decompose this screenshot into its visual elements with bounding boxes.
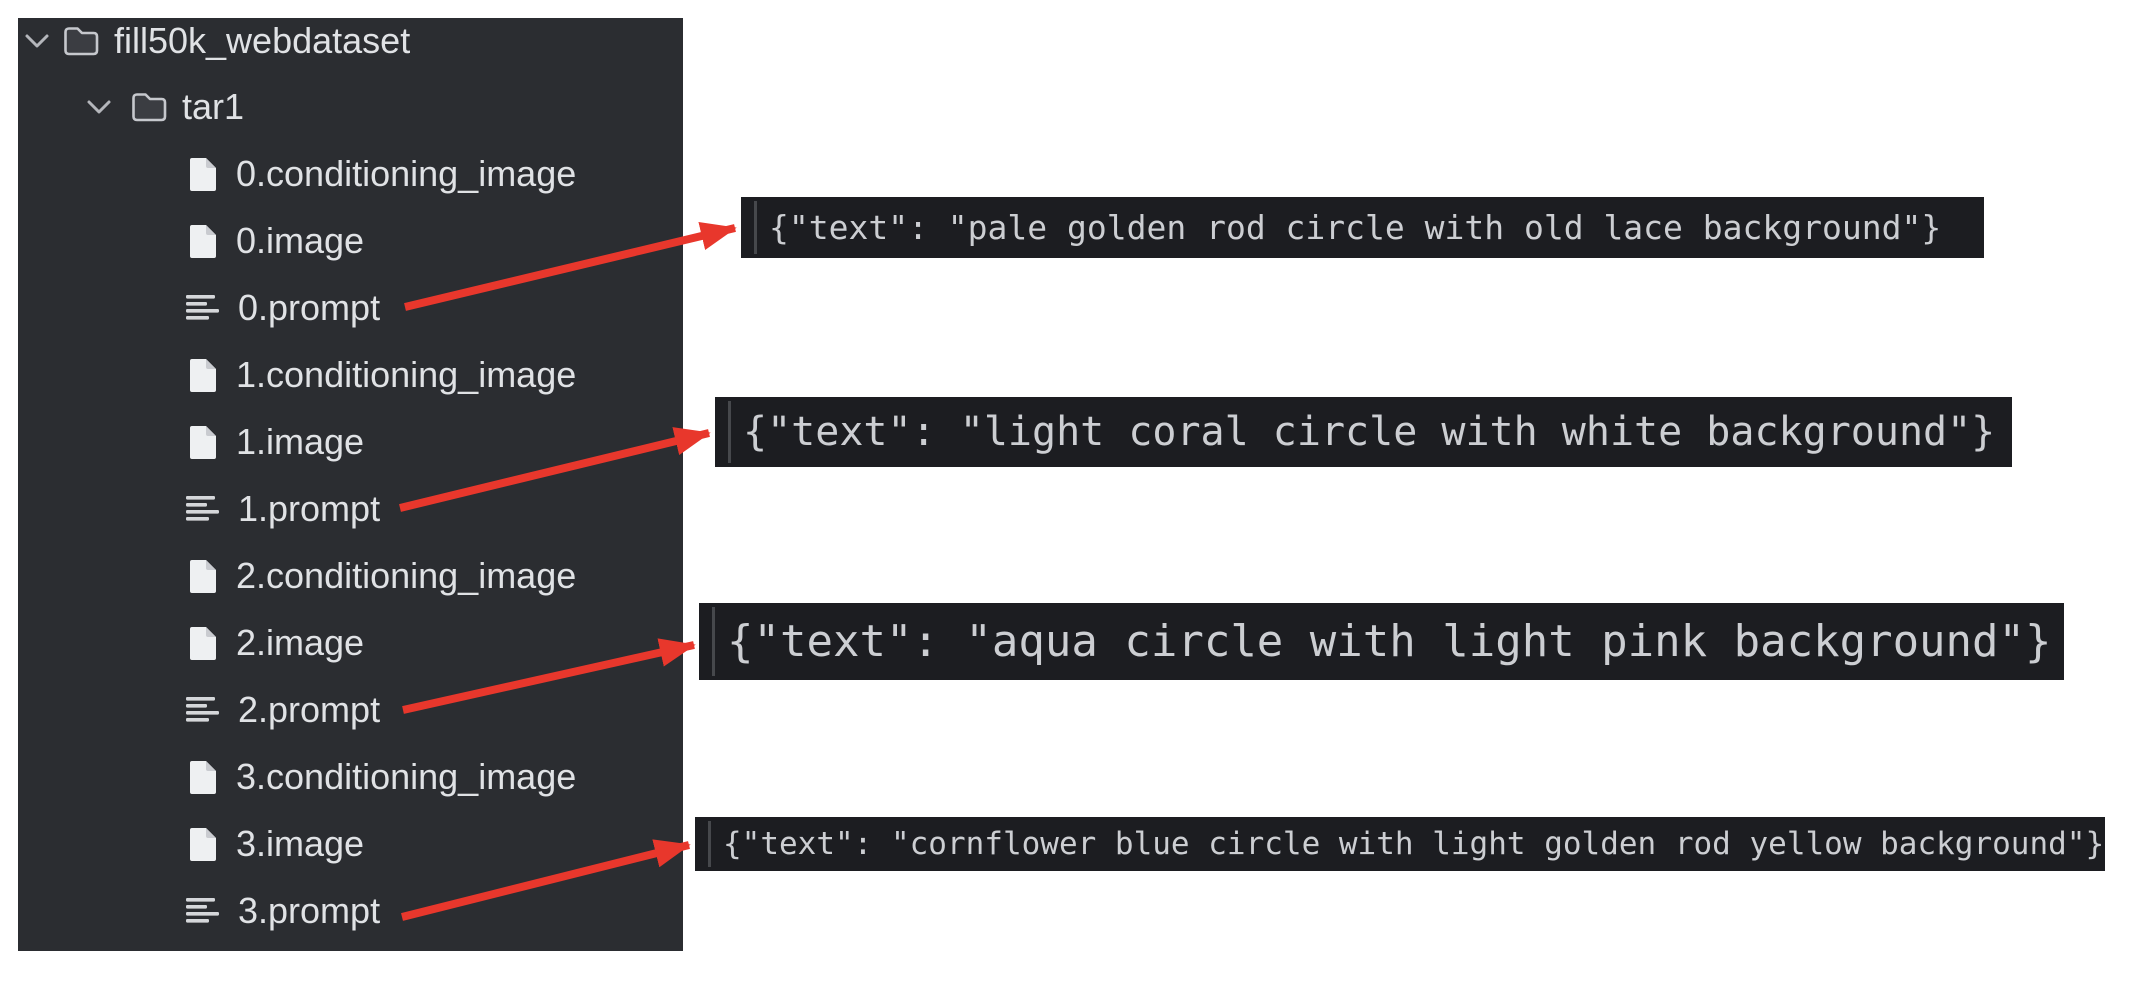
prompt-content-box-2: {"text": "aqua circle with light pink ba… (699, 603, 2064, 680)
tree-item-label: 1.image (236, 421, 365, 462)
folder-icon (64, 27, 99, 56)
file-icon (190, 559, 216, 593)
gutter-divider (708, 821, 711, 867)
prompt-json-text: {"text": "cornflower blue circle with li… (723, 826, 2105, 862)
gutter-divider (728, 401, 731, 463)
tree-item-label: 0.conditioning_image (236, 153, 577, 194)
tree-item-label: 1.conditioning_image (236, 354, 577, 395)
prompt-content-box-1: {"text": "light coral circle with white … (715, 397, 2012, 467)
tree-item-label: 2.image (236, 622, 365, 663)
prompt-json-text: {"text": "pale golden rod circle with ol… (769, 208, 1942, 247)
tree-item-3-prompt[interactable]: 3.prompt (18, 888, 683, 934)
tree-item-1-conditioning-image[interactable]: 1.conditioning_image (18, 352, 683, 398)
gutter-divider (712, 607, 715, 676)
gutter-divider (754, 201, 757, 254)
text-lines-icon (186, 496, 219, 521)
tree-item-label: 0.image (236, 220, 365, 261)
tree-item-1-image[interactable]: 1.image (18, 419, 683, 465)
tree-item-fill50k-webdataset[interactable]: fill50k_webdataset (18, 18, 683, 64)
tree-item-2-prompt[interactable]: 2.prompt (18, 687, 683, 733)
tree-item-label: tar1 (182, 86, 245, 127)
prompt-json-text: {"text": "light coral circle with white … (743, 409, 1996, 455)
tree-item-label: 1.prompt (238, 488, 381, 529)
tree-item-3-image[interactable]: 3.image (18, 821, 683, 867)
tree-item-tar1[interactable]: tar1 (18, 84, 683, 130)
file-icon (190, 760, 216, 794)
tree-item-2-image[interactable]: 2.image (18, 620, 683, 666)
prompt-content-box-3: {"text": "cornflower blue circle with li… (695, 817, 2105, 871)
prompt-json-text: {"text": "aqua circle with light pink ba… (727, 616, 2052, 667)
file-icon (190, 358, 216, 392)
tree-item-label: 2.prompt (238, 689, 381, 730)
tree-item-label: 3.image (236, 823, 365, 864)
tree-item-label: 2.conditioning_image (236, 555, 577, 596)
tree-item-1-prompt[interactable]: 1.prompt (18, 486, 683, 532)
chevron-down-icon[interactable] (24, 32, 50, 50)
tree-item-2-conditioning-image[interactable]: 2.conditioning_image (18, 553, 683, 599)
folder-icon (132, 93, 167, 122)
chevron-down-icon[interactable] (86, 98, 112, 116)
tree-item-0-image[interactable]: 0.image (18, 218, 683, 264)
tree-item-label: 3.prompt (238, 890, 381, 931)
tree-item-0-conditioning-image[interactable]: 0.conditioning_image (18, 151, 683, 197)
tree-item-0-prompt[interactable]: 0.prompt (18, 285, 683, 331)
file-icon (190, 626, 216, 660)
file-icon (190, 827, 216, 861)
tree-item-label: 0.prompt (238, 287, 381, 328)
text-lines-icon (186, 697, 219, 722)
tree-item-label: fill50k_webdataset (114, 20, 411, 61)
file-icon (190, 425, 216, 459)
text-lines-icon (186, 898, 219, 923)
prompt-content-box-0: {"text": "pale golden rod circle with ol… (741, 197, 1984, 258)
tree-item-3-conditioning-image[interactable]: 3.conditioning_image (18, 754, 683, 800)
file-tree-panel: fill50k_webdataset tar1 0.conditioning_i… (18, 18, 683, 951)
file-icon (190, 224, 216, 258)
file-icon (190, 157, 216, 191)
text-lines-icon (186, 295, 219, 320)
tree-item-label: 3.conditioning_image (236, 756, 577, 797)
